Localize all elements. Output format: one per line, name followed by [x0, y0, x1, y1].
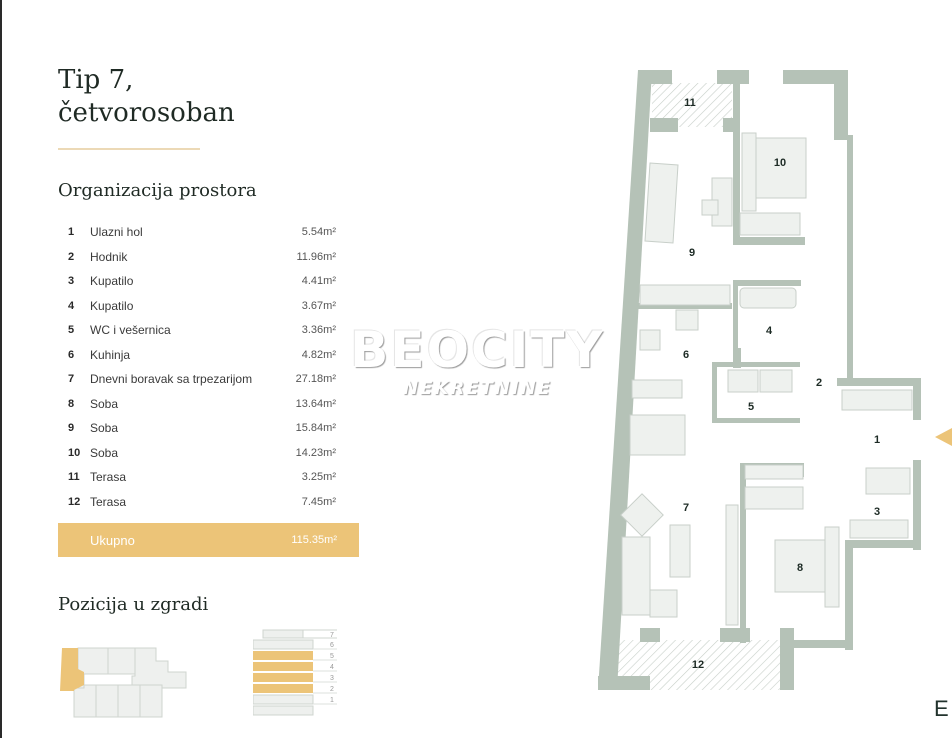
entrance-arrow-icon	[935, 428, 952, 446]
room-number: 10	[68, 446, 81, 459]
room-name: Soba	[90, 445, 119, 460]
room-name: Dnevni boravak sa trpezarijom	[90, 372, 253, 386]
room-number: 1	[68, 226, 75, 238]
room-row: 12 Terasa 7.45m²	[58, 492, 358, 517]
floor-label-1: 1	[330, 697, 334, 704]
floor-label-5: 5	[330, 653, 334, 660]
total-label: Ukupno	[90, 533, 135, 548]
room-row: 11 Terasa 3.25m²	[58, 467, 358, 492]
floor-label-2: 2	[330, 686, 334, 693]
room-name: Kuhinja	[90, 347, 131, 362]
room-row: 8 Soba 13.64m²	[58, 394, 358, 419]
floor-label-6: 6	[330, 642, 334, 649]
room-area: 4.41m²	[301, 275, 336, 287]
title-divider	[58, 148, 200, 150]
floor-plan: 11 10 9 4 6 2 5 1 3 7 8 12	[598, 70, 952, 690]
room-label-11: 11	[684, 97, 696, 109]
room-number: 8	[68, 397, 75, 410]
room-number: 6	[68, 348, 75, 361]
room-name: Soba	[90, 421, 119, 435]
room-number: 9	[68, 422, 75, 434]
floor-label-4: 4	[330, 664, 334, 671]
building-footprint-diagram	[60, 647, 187, 718]
room-name: Terasa	[90, 470, 127, 484]
watermark-sub: NEKRETNINE	[403, 378, 552, 399]
room-number: 11	[68, 471, 80, 483]
walls	[598, 70, 921, 690]
room-label-4: 4	[766, 325, 773, 337]
room-area: 27.18m²	[295, 373, 336, 385]
room-row: 6 Kuhinja 4.82m²	[58, 345, 358, 370]
room-number: 3	[68, 275, 75, 287]
room-label-5: 5	[748, 401, 754, 413]
room-name: Soba	[90, 396, 119, 411]
room-area: 3.67m²	[301, 299, 336, 312]
room-label-3: 3	[874, 506, 880, 518]
room-row: 9 Soba 15.84m²	[58, 418, 358, 443]
room-area: 3.36m²	[301, 324, 336, 336]
furniture	[620, 132, 913, 626]
room-name: Kupatilo	[90, 298, 134, 313]
room-area: 13.64m²	[295, 397, 336, 410]
room-area: 11.96m²	[296, 250, 336, 263]
room-name: WC i vešernica	[90, 323, 171, 337]
room-label-8: 8	[797, 562, 803, 574]
room-label-2: 2	[816, 377, 822, 389]
room-label-6: 6	[683, 349, 689, 361]
total-row: Ukupno 115.35m²	[58, 523, 359, 557]
room-area: 4.82m²	[301, 348, 336, 361]
room-row: 3 Kupatilo 4.41m²	[58, 271, 358, 296]
title-line-2: četvorosoban	[58, 98, 235, 128]
room-label-10: 10	[774, 157, 786, 169]
organization-heading: Organizacija prostora	[58, 180, 257, 201]
room-row: 1 Ulazni hol 5.54m²	[58, 222, 358, 247]
watermark-main: BEOCITY	[350, 321, 605, 379]
floor-stack-diagram: 7 6 5 4 3 2 1	[253, 629, 337, 716]
room-label-1: 1	[874, 434, 880, 446]
room-number: 7	[68, 373, 75, 385]
room-name: Ulazni hol	[90, 225, 143, 239]
room-row: 7 Dnevni boravak sa trpezarijom 27.18m²	[58, 369, 358, 394]
room-area: 15.84m²	[295, 422, 336, 434]
room-number: 5	[68, 324, 75, 336]
room-area: 5.54m²	[301, 226, 336, 238]
room-area: 7.45m²	[301, 495, 336, 508]
room-label-9: 9	[689, 247, 695, 259]
room-area: 14.23m²	[295, 446, 336, 459]
room-name: Hodnik	[90, 249, 128, 264]
room-name: Terasa	[90, 494, 127, 509]
room-number: 12	[68, 495, 81, 508]
room-label-12: 12	[692, 659, 704, 671]
room-number: 4	[68, 299, 75, 312]
room-name: Kupatilo	[90, 274, 134, 288]
watermark: BEOCITY NEKRETNINE	[340, 322, 615, 399]
total-area: 115.35m²	[291, 534, 337, 546]
room-row: 10 Soba 14.23m²	[58, 443, 358, 468]
room-labels: 11 10 9 4 6 2 5 1 3 7 8 12	[683, 97, 880, 671]
room-row: 2 Hodnik 11.96m²	[58, 247, 358, 272]
position-heading: Pozicija u zgradi	[58, 594, 209, 615]
floor-label-3: 3	[330, 675, 334, 682]
page-title: Tip 7, četvorosoban	[58, 64, 235, 130]
room-row: 4 Kupatilo 3.67m²	[58, 296, 358, 321]
room-area: 3.25m²	[301, 471, 336, 483]
edge-letter: E	[934, 696, 949, 721]
room-number: 2	[68, 250, 75, 263]
title-line-1: Tip 7,	[58, 65, 134, 95]
unit-highlight	[60, 648, 84, 691]
floor-label-7: 7	[330, 632, 334, 639]
page-left-border	[0, 0, 2, 738]
room-row: 5 WC i vešernica 3.36m²	[58, 320, 358, 345]
room-label-7: 7	[683, 502, 689, 514]
